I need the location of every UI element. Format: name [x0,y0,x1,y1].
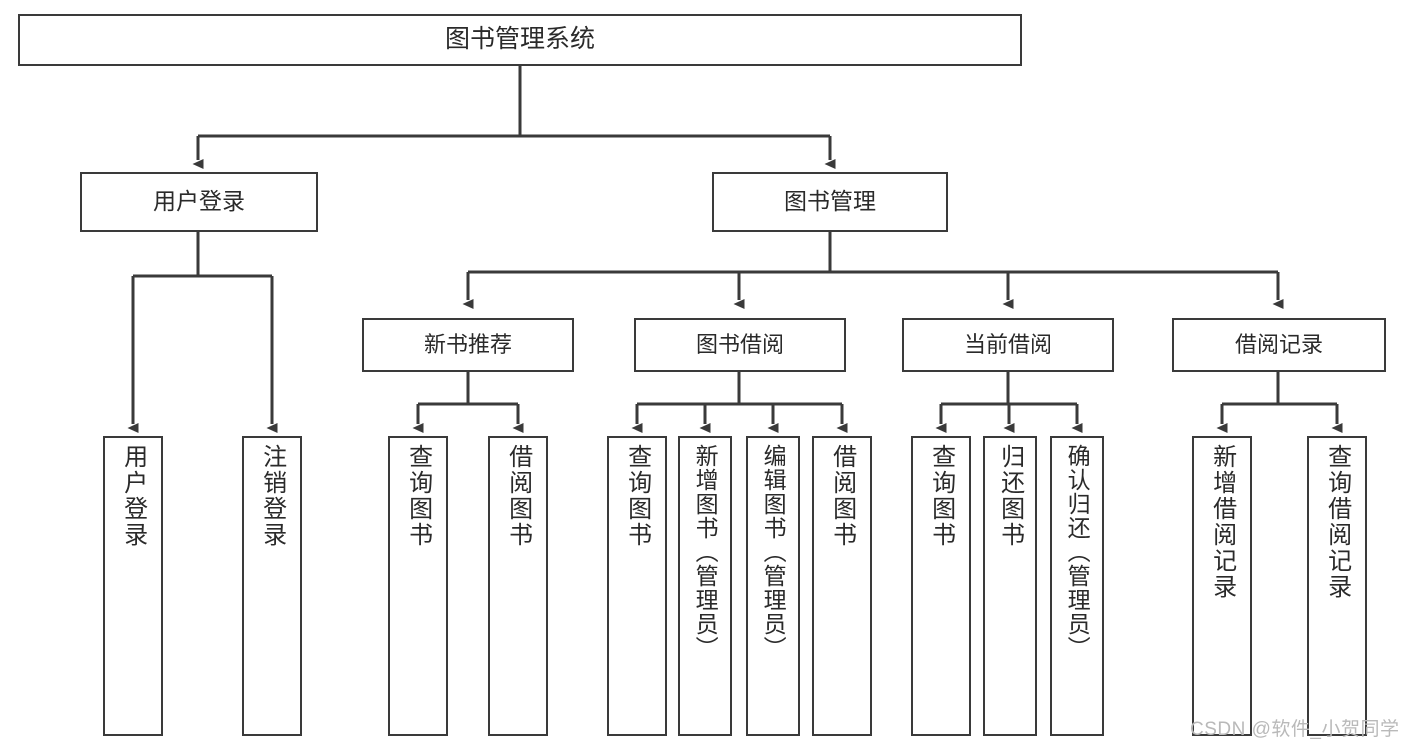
node-leaf-borrow-query-book[interactable]: 查询图书 [607,436,667,736]
node-user-login[interactable]: 用户登录 [80,172,318,232]
node-label: 用户登录 [153,188,245,215]
csdn-watermark: CSDN @软件_小贺同学 [1190,719,1400,740]
node-leaf-borrow-add-book-admin[interactable]: 新增图书（管理员） [678,436,732,736]
node-leaf-current-return-book[interactable]: 归还图书 [983,436,1037,736]
node-leaf-borrow-borrow-book[interactable]: 借阅图书 [812,436,872,736]
node-leaf-user-login-logout[interactable]: 注销登录 [242,436,302,736]
node-leaf-record-add-borrow-record[interactable]: 新增借阅记录 [1192,436,1252,736]
node-book-borrow[interactable]: 图书借阅 [634,318,846,372]
node-label: 图书管理 [784,188,876,215]
node-leaf-newbook-borrow-book[interactable]: 借阅图书 [488,436,548,736]
node-label: 归还图书 [996,444,1024,548]
node-label: 新书推荐 [423,332,512,358]
node-label: 借阅图书 [828,444,856,548]
node-label: 确认归还（管理员） [1064,444,1091,660]
node-new-book-recommend[interactable]: 新书推荐 [362,318,574,372]
node-label: 借阅记录 [1234,332,1323,358]
node-leaf-current-confirm-return-admin[interactable]: 确认归还（管理员） [1050,436,1104,736]
node-label: 新增借阅记录 [1208,444,1236,600]
node-current-borrow[interactable]: 当前借阅 [902,318,1114,372]
node-label: 借阅图书 [504,444,532,548]
node-label: 图书借阅 [695,332,784,358]
node-leaf-borrow-edit-book-admin[interactable]: 编辑图书（管理员） [746,436,800,736]
node-leaf-current-query-book[interactable]: 查询图书 [911,436,971,736]
node-book-management[interactable]: 图书管理 [712,172,948,232]
node-leaf-newbook-query-book[interactable]: 查询图书 [388,436,448,736]
node-root-book-management-system[interactable]: 图书管理系统 [18,14,1022,66]
node-label: 查询图书 [623,444,651,548]
node-label: 图书管理系统 [444,25,595,54]
node-label: 注销登录 [258,444,286,548]
node-label: 新增图书（管理员） [692,444,719,660]
node-label: 编辑图书（管理员） [760,444,787,660]
node-label: 当前借阅 [963,332,1052,358]
node-leaf-user-login-login[interactable]: 用户登录 [103,436,163,736]
node-label: 查询借阅记录 [1323,444,1351,600]
node-label: 查询图书 [927,444,955,548]
node-leaf-record-query-borrow-record[interactable]: 查询借阅记录 [1307,436,1367,736]
node-borrow-record[interactable]: 借阅记录 [1172,318,1386,372]
node-label: 查询图书 [404,444,432,548]
node-label: 用户登录 [119,444,147,548]
